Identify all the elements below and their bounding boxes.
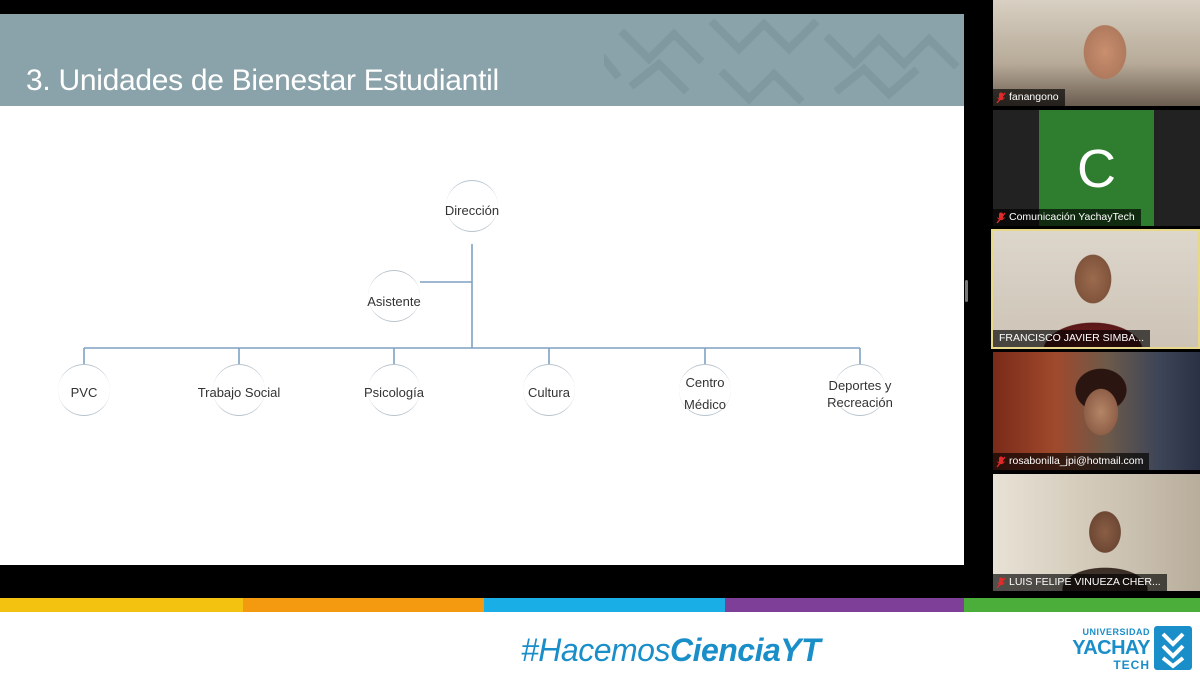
brand-stripe-yellow	[0, 598, 243, 612]
org-node-psicologia	[368, 364, 420, 416]
participant-video	[993, 0, 1200, 106]
avatar-background	[1039, 110, 1154, 226]
participant-tile-fanangono[interactable]: fanangono	[993, 0, 1200, 106]
participant-name: fanangono	[1009, 91, 1059, 103]
participant-tile-rosabonilla[interactable]: rosabonilla_jpi@hotmail.com	[993, 352, 1200, 470]
org-node-label-trabajo-social: Trabajo Social	[197, 385, 281, 400]
org-node-deportes	[834, 364, 886, 416]
avatar-letter: C	[1077, 139, 1116, 199]
yachay-logo-icon	[1154, 626, 1192, 670]
brand-stripe-purple	[725, 598, 964, 612]
logo-line-2: YACHAY	[1072, 637, 1150, 659]
org-node-trabajo-social	[213, 364, 265, 416]
participant-name-bar: rosabonilla_jpi@hotmail.com	[993, 453, 1150, 470]
org-node-label-psicologia: Psicología	[364, 385, 424, 400]
slide-header-banner: 3. Unidades de Bienestar Estudiantil	[0, 14, 964, 106]
participant-name: Comunicación YachayTech	[1009, 211, 1135, 223]
brand-stripe-blue	[484, 598, 725, 612]
muted-mic-icon	[996, 212, 1006, 223]
org-node-label-centro-medico: Centro Médico	[684, 375, 726, 412]
participant-name-bar: LUIS FELIPE VINUEZA CHER...	[993, 574, 1167, 591]
org-chart-connectors	[83, 244, 861, 364]
muted-mic-icon	[996, 456, 1006, 467]
hashtag: #HacemosCienciaYT	[521, 632, 821, 669]
participant-name-bar: FRANCISCO JAVIER SIMBA...	[993, 330, 1151, 347]
org-node-direccion	[446, 180, 498, 232]
logo-line-1: UNIVERSIDAD	[1082, 627, 1150, 637]
participant-name: LUIS FELIPE VINUEZA CHER...	[1009, 576, 1161, 588]
participant-name-bar: Comunicación YachayTech	[993, 209, 1141, 226]
participant-name-bar: fanangono	[993, 89, 1065, 106]
panel-resize-handle[interactable]	[965, 280, 968, 302]
org-node-label-asistente: Asistente	[367, 294, 421, 309]
org-node-cultura	[523, 364, 575, 416]
participant-name: FRANCISCO JAVIER SIMBA...	[999, 332, 1145, 344]
muted-mic-icon	[996, 577, 1006, 588]
slide-title: 3. Unidades de Bienestar Estudiantil	[26, 64, 499, 97]
participant-tile-francisco[interactable]: FRANCISCO JAVIER SIMBA...	[991, 229, 1200, 349]
participant-video	[993, 474, 1200, 591]
hashtag-regular: #Hacemos	[521, 632, 670, 668]
org-node-centro-medico	[679, 364, 731, 416]
shared-screen-area: 3. Unidades de Bienestar Estudiantil Dir…	[0, 0, 1200, 598]
participant-name: rosabonilla_jpi@hotmail.com	[1009, 455, 1144, 467]
university-logo-text: UNIVERSIDAD YACHAY TECH	[1062, 627, 1150, 672]
brand-stripe-green	[964, 598, 1200, 612]
org-node-label-pvc: PVC	[70, 385, 98, 400]
participant-tile-luis-felipe[interactable]: LUIS FELIPE VINUEZA CHER...	[993, 474, 1200, 591]
org-node-label-direccion: Dirección	[444, 203, 500, 218]
participant-video	[993, 352, 1200, 470]
logo-line-3: TECH	[1113, 658, 1150, 672]
hashtag-bold: CienciaYT	[669, 632, 821, 668]
participant-tile-comunicacion[interactable]: C Comunicación YachayTech	[993, 110, 1200, 226]
broadcast-footer: #HacemosCienciaYT UNIVERSIDAD YACHAY TEC…	[0, 612, 1200, 688]
decorative-pattern	[604, 18, 960, 105]
org-node-label-cultura: Cultura	[528, 385, 570, 400]
muted-mic-icon	[996, 92, 1006, 103]
org-node-label-deportes: Deportes y Recreación	[827, 378, 893, 410]
org-node-asistente	[368, 270, 420, 322]
brand-stripe-orange	[243, 598, 484, 612]
presentation-slide: 3. Unidades de Bienestar Estudiantil Dir…	[0, 14, 964, 565]
participant-video	[993, 231, 1198, 347]
org-node-pvc	[58, 364, 110, 416]
